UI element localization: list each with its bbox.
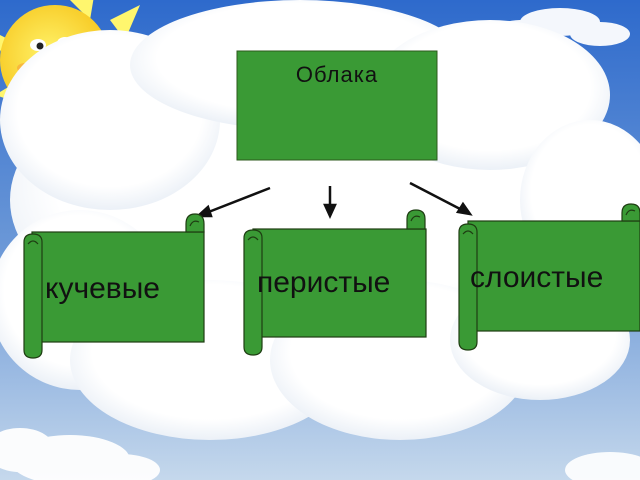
title-box: [236, 50, 438, 161]
label-cirrus: перистые: [257, 266, 391, 299]
scroll-cirrus: [243, 209, 427, 356]
arrow-to-cirrus: [323, 186, 337, 220]
background-cloud-bottom-right: [565, 452, 640, 480]
background-cloud-bottom-left: [0, 428, 160, 480]
label-cumulus: кучевые: [45, 272, 160, 305]
arrow-to-cumulus: [194, 186, 271, 218]
scroll-cumulus: [23, 213, 205, 359]
arrow-to-stratus: [409, 181, 473, 216]
diagram-title: Облака: [295, 62, 379, 87]
scroll-stratus: [458, 203, 640, 351]
label-stratus: слоистые: [470, 261, 604, 294]
